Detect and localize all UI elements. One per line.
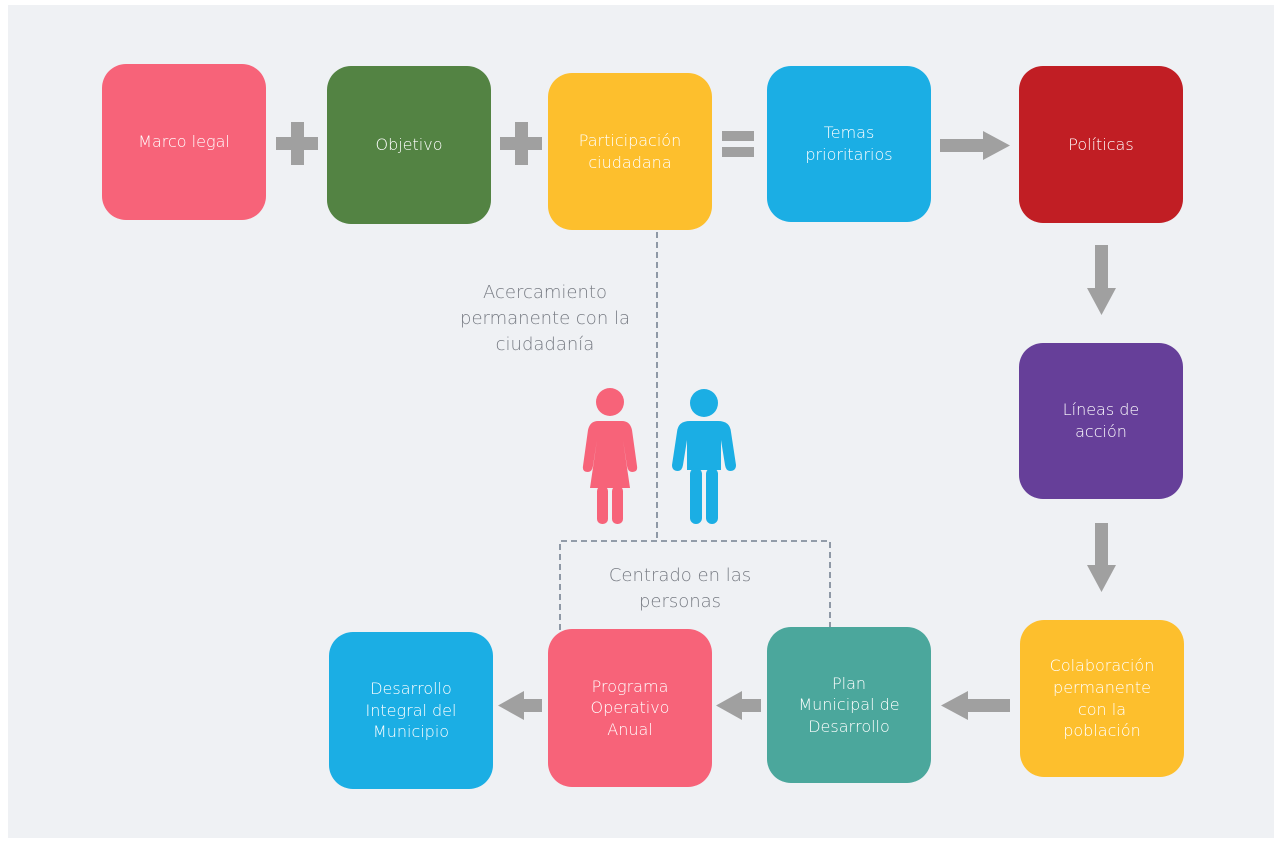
node-objetivo: Objetivo bbox=[327, 66, 491, 224]
equals-icon bbox=[722, 131, 754, 157]
woman-icon bbox=[582, 388, 638, 524]
arrow-right-icon bbox=[940, 131, 1010, 160]
arrow-left-icon bbox=[941, 691, 1010, 720]
plus-icon bbox=[500, 122, 542, 165]
arrow-left-icon bbox=[498, 691, 542, 720]
node-desarrollo-integral: Desarrollo Integral del Municipio bbox=[329, 632, 493, 789]
label-acercamiento: Acercamiento permanente con la ciudadaní… bbox=[460, 282, 630, 356]
label-centrado: Centrado en las personas bbox=[608, 565, 752, 613]
man-icon bbox=[672, 389, 736, 524]
node-politicas: Políticas bbox=[1019, 66, 1183, 223]
dashed-connector bbox=[559, 232, 831, 630]
node-programa-operativo: Programa Operativo Anual bbox=[548, 629, 712, 787]
arrow-down-icon bbox=[1087, 523, 1116, 592]
arrow-down-icon bbox=[1087, 245, 1116, 315]
node-marco-legal: Marco legal bbox=[102, 64, 266, 220]
node-colaboracion-permanente: Colaboración permanente con la población bbox=[1020, 620, 1184, 777]
node-plan-municipal: Plan Municipal de Desarrollo bbox=[767, 627, 931, 783]
arrow-left-icon bbox=[716, 691, 761, 720]
node-temas-prioritarios: Temas prioritarios bbox=[767, 66, 931, 222]
node-participacion-ciudadana: Participación ciudadana bbox=[548, 73, 712, 230]
plus-icon bbox=[276, 122, 318, 165]
node-lineas-de-accion: Líneas de acción bbox=[1019, 343, 1183, 499]
